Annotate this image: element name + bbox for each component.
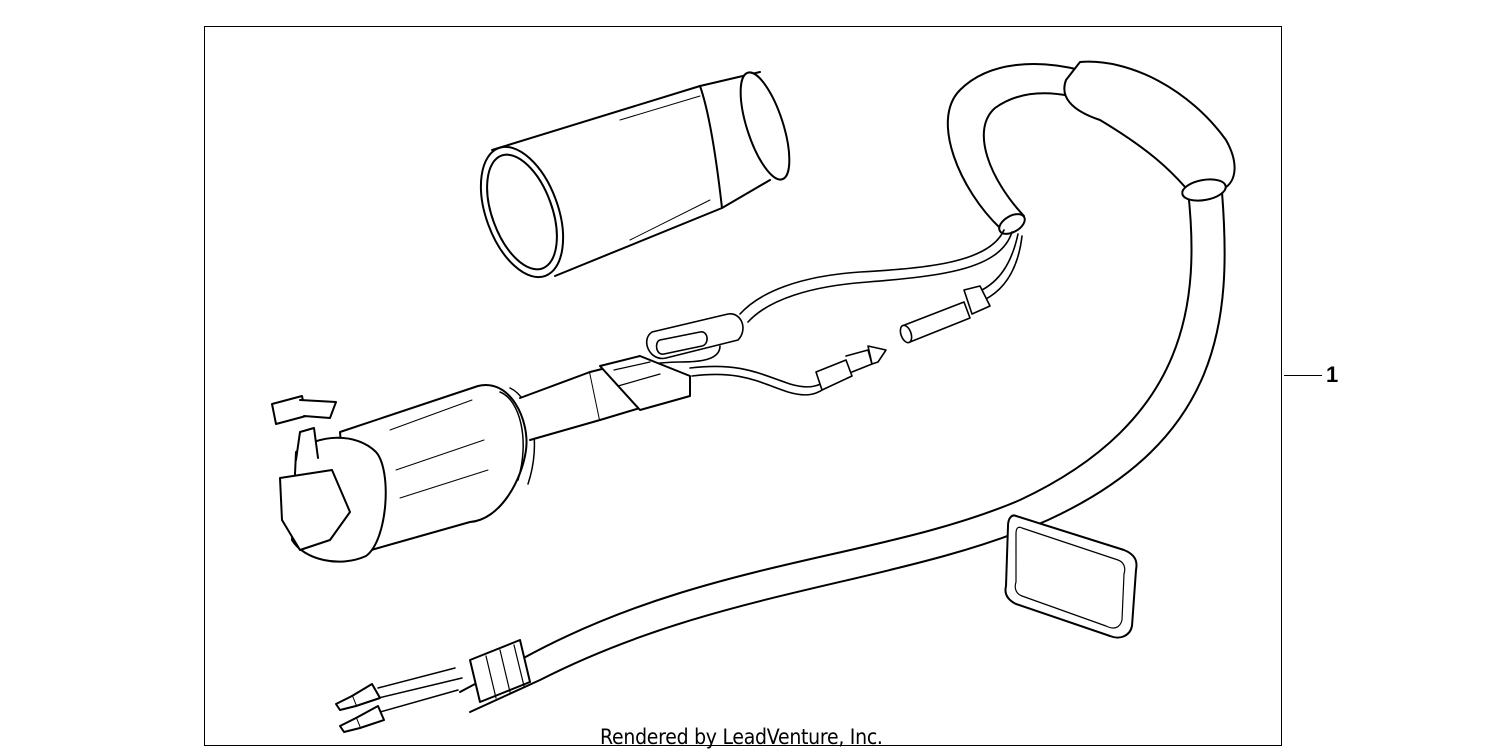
- sleeve-part: [479, 71, 791, 279]
- cable-harness: [335, 60, 1236, 733]
- callout-label: 1: [1326, 362, 1339, 387]
- pump-motor: [271, 355, 691, 563]
- render-credit: Rendered by LeadVenture, Inc.: [600, 725, 883, 749]
- wire-leads: [619, 229, 1023, 396]
- callout-leader-line: [1284, 375, 1322, 376]
- gasket-pad: [1004, 514, 1138, 639]
- diagram-frame: [204, 26, 1282, 746]
